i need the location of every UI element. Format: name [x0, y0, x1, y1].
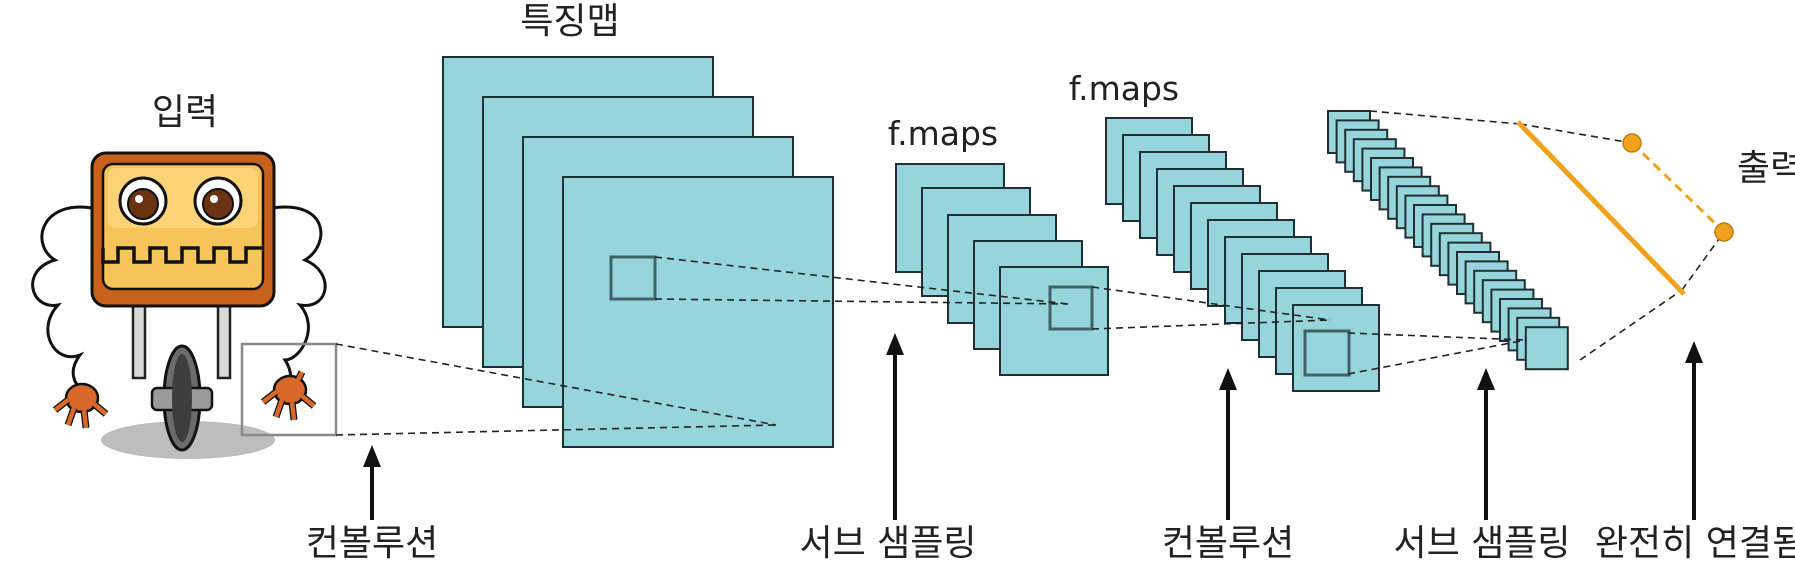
output-node-2	[1714, 222, 1734, 242]
feature-maps-layer-4	[1327, 110, 1569, 371]
feature-map	[1292, 304, 1380, 392]
receptive-window	[1303, 329, 1351, 377]
convolution-label-2: 컨볼루션	[1162, 523, 1294, 564]
feature-maps-layer-3	[1105, 117, 1380, 392]
arrow-up-icon	[363, 445, 381, 520]
feature-maps-label: 특징맵	[520, 1, 619, 42]
feature-map	[1524, 326, 1569, 371]
subsampling-label-1: 서브 샘플링	[799, 523, 976, 564]
robot-icon	[31, 151, 338, 459]
arrow-up-icon	[1685, 341, 1703, 520]
subsampling-label-2: 서브 샘플링	[1393, 523, 1570, 564]
output-label: 출력	[1737, 148, 1795, 189]
arrow-up-icon	[1477, 368, 1495, 520]
fmaps-label-1: f.maps	[888, 114, 998, 153]
output-node-1	[1622, 133, 1642, 153]
feature-maps-layer-1	[442, 56, 834, 448]
feature-maps-layer-2	[895, 163, 1109, 376]
stage-arrows	[363, 333, 1703, 520]
connection-lines	[335, 110, 1725, 436]
fully-connected-label: 완전히 연결됨	[1595, 523, 1795, 564]
input-label: 입력	[152, 92, 218, 133]
arrow-up-icon	[886, 333, 904, 520]
fmaps-label-2: f.maps	[1069, 69, 1179, 108]
fully-connected-output	[1516, 120, 1734, 296]
arrow-up-icon	[1219, 368, 1237, 520]
convolution-label-1: 컨볼루션	[306, 523, 438, 564]
